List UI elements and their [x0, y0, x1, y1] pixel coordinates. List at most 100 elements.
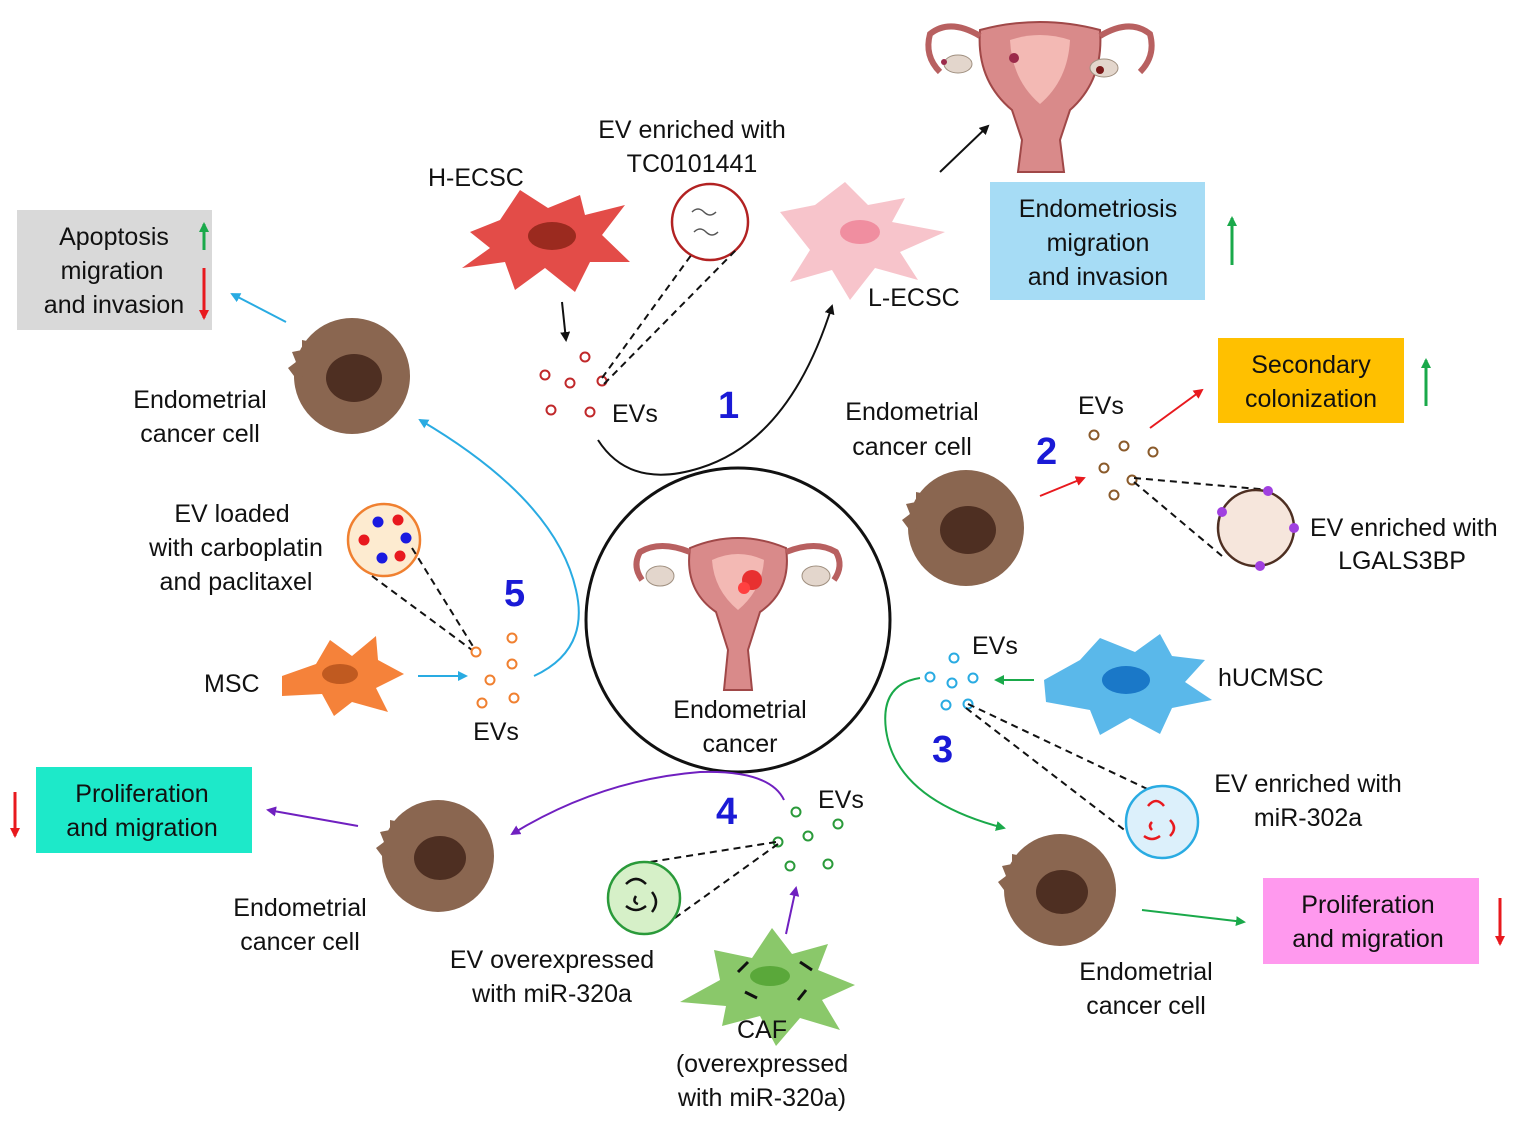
drug-particles-icon — [358, 514, 412, 564]
outcome-1-line2: migration — [1047, 229, 1150, 257]
cell-3-label-line2: cancer cell — [1086, 992, 1206, 1020]
mir320a-strand-icon — [625, 877, 658, 913]
cell-4-label-line1: Endometrial — [233, 894, 366, 922]
l-ecsc-label: L-ECSC — [868, 284, 960, 312]
arrow-caf-to-evs — [785, 886, 800, 935]
ev-lgals3bp-circle — [1216, 488, 1296, 568]
cell-4-label-line2: cancer cell — [240, 928, 360, 956]
cancer-cell-4 — [376, 800, 494, 912]
pathway-1: H-ECSC EV enriched with TC0101441 EVs 1 … — [428, 21, 1237, 476]
cancer-cell-2 — [902, 470, 1024, 586]
evs-label-2: EVs — [1078, 392, 1124, 420]
outcome-2-line1: Secondary — [1251, 351, 1371, 379]
center-title-line2: cancer — [702, 730, 777, 758]
dashed-line-4a — [649, 841, 777, 863]
arrow-evs5-to-cell — [418, 418, 580, 677]
pathway-number-5: 5 — [504, 573, 525, 615]
arrow-cell4-to-outcome — [266, 806, 359, 827]
ev-mir302a-label-line2: miR-302a — [1254, 804, 1362, 832]
cell-5-label-line2: cancer cell — [140, 420, 260, 448]
ev-lgals3bp-label-line1: EV enriched with — [1310, 514, 1498, 542]
uterus-icon — [633, 537, 843, 691]
dashed-line-1b — [603, 247, 739, 385]
ev-tc0101441-label-line1: EV enriched with — [598, 116, 786, 144]
dashed-line-5b — [371, 575, 473, 651]
ev-mir302a-label-line1: EV enriched with — [1214, 770, 1402, 798]
outcome-box-1 — [990, 182, 1205, 300]
cell-3-label-line1: Endometrial — [1079, 958, 1212, 986]
endometriosis-uterus-icon — [925, 21, 1155, 173]
msc-label: MSC — [204, 670, 260, 698]
arrow-evs-to-lecsc — [597, 304, 835, 476]
pathway-3: hUCMSC EVs EV enriched with miR-302a 3 E… — [884, 632, 1505, 1020]
evs-dots-1 — [539, 351, 608, 418]
arrow-hecsc-to-evs — [560, 301, 571, 342]
mir302a-strand-icon — [1143, 799, 1176, 841]
pathway-4: EVs 4 EV overexpressed with miR-320a CAF… — [10, 767, 864, 1112]
outcome-5-line3: and invasion — [44, 291, 184, 319]
ev-mir320a-label-line1: EV overexpressed — [450, 946, 654, 974]
ev-carbo-label-line3: and paclitaxel — [160, 568, 313, 596]
outcome-box-3 — [1263, 878, 1479, 964]
evs-dots-5 — [470, 632, 520, 709]
dashed-line-4b — [671, 843, 779, 921]
ev-mir302a-circle — [1124, 784, 1200, 860]
dashed-line-2a — [1133, 477, 1271, 491]
cancer-cell-5 — [288, 318, 410, 434]
cell-2-label-line2: cancer cell — [852, 433, 972, 461]
dashed-line-5a — [411, 547, 475, 649]
evs-label-4: EVs — [818, 786, 864, 814]
pathway-5: Apoptosis migration and invasion Endomet… — [17, 210, 580, 746]
arrow-lecsc-to-uterus — [939, 124, 990, 173]
l-ecsc-nucleus — [840, 220, 880, 244]
pathway-2: Endometrial cancer cell 2 EVs EV enriche… — [845, 338, 1498, 586]
outcome-1-line1: Endometriosis — [1019, 195, 1177, 223]
evs-label-3: EVs — [972, 632, 1018, 660]
arrow-evs4-to-cell — [510, 770, 785, 836]
outcome-3-line2: and migration — [1292, 925, 1443, 953]
caf-cell — [680, 928, 855, 1046]
ev-carbo-label-line1: EV loaded — [174, 500, 289, 528]
outcome-2-line2: colonization — [1245, 385, 1377, 413]
ev-tc0101441-circle — [670, 182, 750, 262]
ev-tc0101441-label-line2: TC0101441 — [627, 150, 758, 178]
caf-mirna-icon — [736, 960, 813, 1001]
arrow-cell3-to-outcome — [1141, 909, 1246, 927]
arrow-cell5-to-outcome — [230, 293, 287, 323]
ev-carbo-label-line2: with carboplatin — [148, 534, 323, 562]
pathway-number-2: 2 — [1036, 431, 1057, 473]
dashed-line-1a — [601, 253, 693, 379]
outcome-box-2 — [1218, 338, 1404, 423]
evs-label-5: EVs — [473, 718, 519, 746]
caf-label-line1: CAF — [737, 1016, 787, 1044]
msc-nucleus — [322, 664, 358, 684]
evs-dots-2 — [1088, 429, 1159, 501]
dashed-line-3b — [965, 707, 1141, 843]
outcome-5-line2: migration — [61, 257, 164, 285]
cancer-cell-3 — [998, 834, 1116, 946]
arrow-evs3-to-cell — [884, 677, 1006, 831]
hucmsc-nucleus — [1102, 666, 1150, 694]
outcome-4-line1: Proliferation — [75, 780, 208, 808]
lgals3bp-protein-dots — [1217, 486, 1299, 571]
ev-mir320a-label-line2: with miR-320a — [471, 980, 632, 1008]
evs-dots-4 — [772, 806, 844, 872]
h-ecsc-label: H-ECSC — [428, 164, 524, 192]
arrow-cell2-to-evs — [1039, 476, 1086, 497]
outcome-3-line1: Proliferation — [1301, 891, 1434, 919]
cell-2-label-line1: Endometrial — [845, 398, 978, 426]
dashed-line-2b — [1133, 481, 1223, 557]
ev-lgals3bp-label-line2: LGALS3BP — [1338, 547, 1466, 575]
outcome-box-5 — [17, 210, 212, 330]
pathway-number-3: 3 — [932, 729, 953, 771]
pathway-number-1: 1 — [718, 385, 739, 427]
outcome-4-line2: and migration — [66, 814, 217, 842]
outcome-box-4 — [36, 767, 252, 853]
center-circle-group: Endometrial cancer — [584, 466, 892, 774]
outcome-1-line3: and invasion — [1028, 263, 1168, 291]
caf-label-line2: (overexpressed — [676, 1050, 848, 1078]
cell-5-label-line1: Endometrial — [133, 386, 266, 414]
rna-strand-icon — [691, 208, 719, 236]
